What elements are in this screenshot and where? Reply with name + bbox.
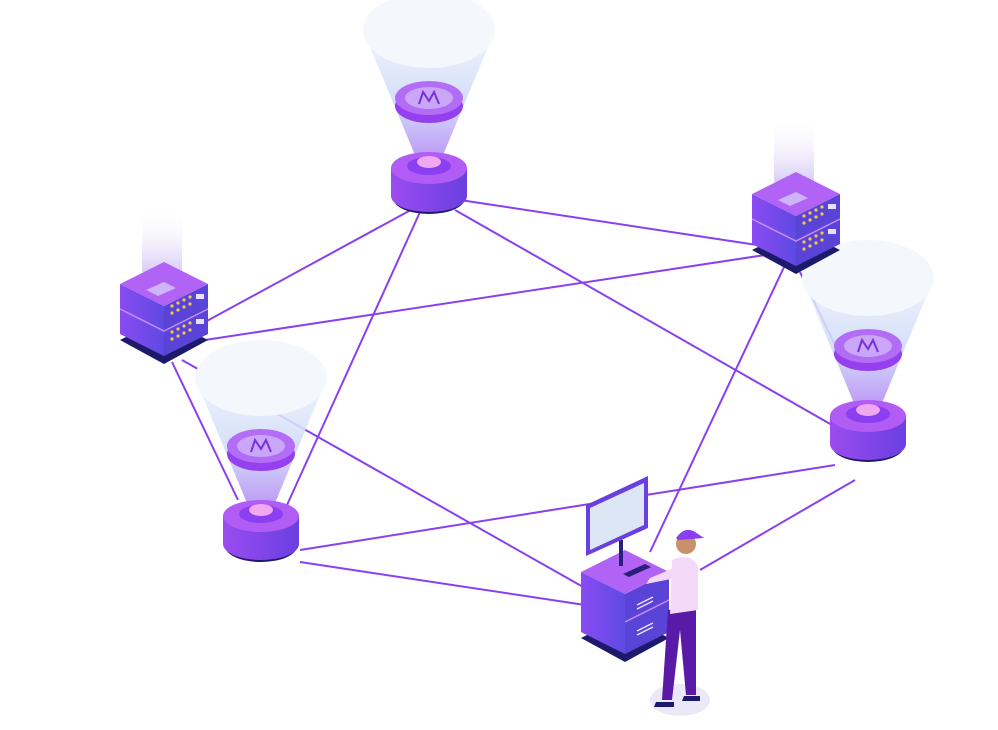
server-light	[176, 334, 180, 338]
link-line	[649, 264, 786, 553]
server-light	[820, 238, 824, 242]
server-light	[170, 304, 174, 308]
server-light	[182, 331, 186, 335]
server-slot	[828, 229, 836, 234]
server-light	[188, 328, 192, 332]
server-light	[808, 244, 812, 248]
server-light	[808, 211, 812, 215]
link-line	[299, 561, 586, 606]
server-light	[176, 308, 180, 312]
link-line	[454, 209, 833, 426]
server-slot	[196, 294, 204, 299]
server-light	[808, 237, 812, 241]
server-light	[188, 295, 192, 299]
link-line	[699, 479, 856, 571]
lightning-token-icon	[250, 437, 272, 453]
server-light	[820, 212, 824, 216]
server-light	[176, 327, 180, 331]
link-line	[204, 204, 421, 323]
server-slot	[196, 319, 204, 324]
server-light	[820, 205, 824, 209]
server-light	[170, 311, 174, 315]
node-top-beacon	[363, 0, 495, 214]
node-left-beacon	[195, 340, 327, 562]
token-face	[405, 87, 453, 109]
server-light	[176, 301, 180, 305]
person-legs	[662, 606, 696, 700]
monitor-stand	[619, 540, 623, 566]
beam-top	[802, 240, 934, 316]
keyboard	[623, 564, 651, 577]
token-face	[237, 435, 285, 457]
server-divider	[751, 218, 841, 242]
link-line	[204, 254, 766, 341]
server-light	[802, 247, 806, 251]
monitor-screen	[590, 483, 644, 550]
server-light	[188, 302, 192, 306]
link-line	[299, 464, 836, 551]
terminal-left-face	[581, 572, 625, 654]
lightning-token-icon	[857, 337, 879, 353]
lightning-token-icon	[418, 89, 440, 105]
node-right-beacon	[802, 240, 934, 462]
data-wisp	[774, 117, 814, 182]
server-slot	[828, 204, 836, 209]
server-light	[802, 221, 806, 225]
data-wisp	[142, 207, 182, 272]
node-left-server	[119, 207, 209, 364]
person-shoes	[654, 696, 700, 707]
data-glow	[146, 282, 176, 296]
terminal-right-face	[625, 572, 669, 654]
person-cap	[676, 529, 704, 540]
server-light	[820, 231, 824, 235]
network-nodes	[119, 0, 934, 716]
server-light	[182, 305, 186, 309]
server-light	[182, 324, 186, 328]
link-line	[171, 361, 239, 501]
server-light	[802, 240, 806, 244]
person-shirt	[670, 557, 698, 614]
server-light	[170, 337, 174, 341]
node-glow	[417, 156, 441, 168]
server-light	[802, 214, 806, 218]
operator-terminal	[581, 476, 710, 716]
server-light	[814, 234, 818, 238]
token-face	[844, 335, 892, 357]
node-right-server	[751, 117, 841, 274]
terminal-divider	[624, 599, 670, 623]
server-light	[188, 321, 192, 325]
node-cylinder-bottom	[391, 180, 467, 212]
server-light	[814, 215, 818, 219]
server-light	[814, 241, 818, 245]
server-light	[182, 298, 186, 302]
person-arm	[646, 568, 676, 584]
server-light	[170, 330, 174, 334]
link-line	[459, 199, 758, 246]
node-cylinder-bottom	[830, 428, 906, 460]
server-light	[814, 208, 818, 212]
data-glow	[778, 192, 808, 206]
node-cylinder-bottom	[223, 528, 299, 560]
person-shadow	[650, 684, 710, 716]
link-line	[286, 211, 421, 506]
beam-top	[363, 0, 495, 68]
node-glow	[856, 404, 880, 416]
server-divider	[119, 308, 209, 332]
terminal-vents	[636, 596, 654, 636]
beam-top	[195, 340, 327, 416]
node-glow	[249, 504, 273, 516]
server-light	[808, 218, 812, 222]
